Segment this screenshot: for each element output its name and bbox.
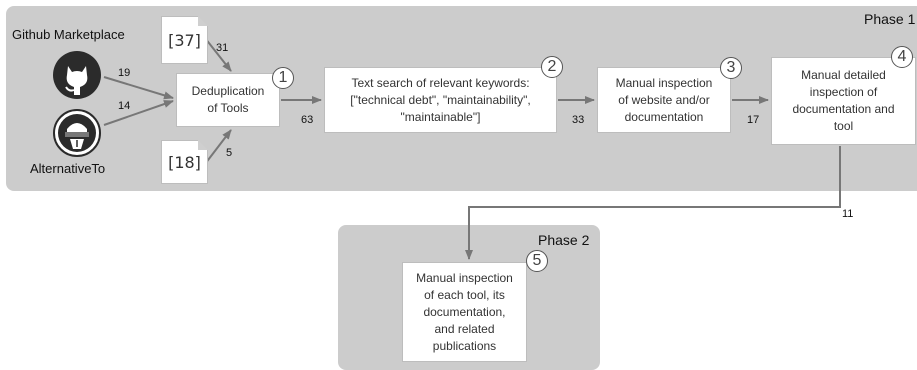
count-ref37: 31 (216, 42, 229, 54)
count-alternativeto: 14 (118, 100, 131, 112)
step-5-text: Manual inspection of each tool, its docu… (416, 270, 513, 353)
arrow-github-to-dedup (103, 76, 174, 100)
count-dedup-to-search: 63 (301, 114, 314, 126)
step-each-tool-inspection-box: Manual inspection of each tool, its docu… (402, 262, 527, 362)
count-detailed-to-each: 11 (842, 208, 854, 220)
page-fold-icon (198, 16, 208, 26)
alternativeto-logo-icon (53, 109, 101, 157)
phase-1-label: Phase 1 (864, 11, 916, 27)
count-search-to-website: 33 (572, 114, 585, 126)
step-detailed-inspection-box: Manual detailed inspection of documentat… (771, 57, 916, 145)
reference-18-label: [18] (168, 152, 201, 172)
arrow-detailed-to-each (465, 146, 841, 260)
github-logo-icon (53, 51, 101, 99)
alternativeto-label: AlternativeTo (30, 161, 106, 176)
reference-37-label: [37] (168, 30, 201, 50)
phase-2-label: Phase 2 (538, 232, 590, 248)
step-4-marker: 4 (891, 46, 913, 68)
count-website-to-detailed: 17 (747, 114, 760, 126)
step-4-text: Manual detailed inspection of documentat… (792, 68, 895, 133)
step-5-marker: 5 (526, 250, 548, 272)
count-github: 19 (118, 67, 131, 79)
step-1-marker: 1 (272, 67, 294, 89)
page-fold-icon (198, 140, 208, 150)
arrow-ref37-to-dedup (204, 37, 232, 72)
step-deduplication-box: Deduplication of Tools (176, 73, 280, 127)
step-text-search-box: Text search of relevant keywords: ["tech… (324, 67, 557, 133)
github-marketplace-label: Github Marketplace (12, 27, 125, 42)
reference-37: [37] (161, 16, 208, 64)
step-3-text: Manual inspection of website and/or docu… (615, 75, 713, 124)
arrow-ref18-to-dedup (204, 129, 232, 165)
arrow-alternativeto-to-dedup (103, 100, 174, 126)
step-2-marker: 2 (541, 56, 563, 78)
step-website-inspection-box: Manual inspection of website and/or docu… (597, 67, 731, 133)
reference-18: [18] (161, 140, 208, 184)
count-ref18: 5 (226, 147, 233, 159)
step-2-text: Text search of relevant keywords: ["tech… (350, 75, 531, 124)
step-1-text: Deduplication of Tools (191, 84, 265, 115)
step-3-marker: 3 (720, 57, 742, 79)
